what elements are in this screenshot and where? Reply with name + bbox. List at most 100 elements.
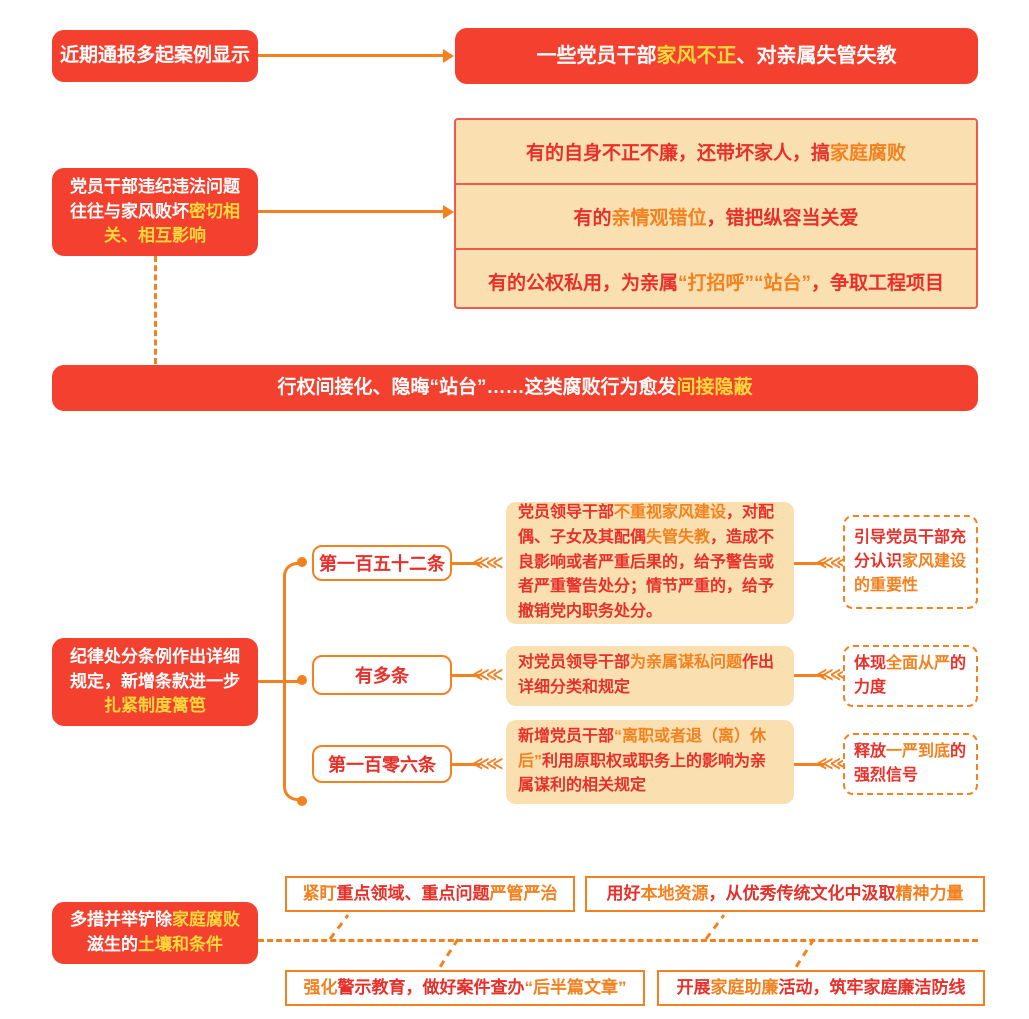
m0-p2: 重点领域、重点问题: [336, 883, 490, 903]
bottom-banner-card: 行权间接化、隐晦“站台”……这类腐败行为愈发间接隐蔽: [52, 365, 978, 411]
article-tag-1-text: 有多条: [355, 666, 409, 686]
detail2-p2: 利用原职权或职务上的影响为亲属谋利的相关规定: [518, 752, 767, 795]
outcome2-highlight: 一严到底: [886, 743, 951, 760]
manifestation-table: 有的自身不正不廉，还带坏家人，搞家庭腐败 有的亲情观错位，错把纵容当关爱 有的公…: [454, 118, 978, 309]
article-detail-1: 对党员领导干部为亲属谋私问题作出详细分类和规定: [506, 646, 794, 706]
measures-line2-white: 滋生的: [87, 935, 138, 954]
connector-detail0-outcome: [794, 562, 824, 565]
article-detail-0-text: 党员领导干部不重视家风建设，对配偶、子女及其配偶失管失教，造成不良影响或者严重后…: [518, 501, 782, 625]
m1-o2: 精神力量: [895, 883, 964, 903]
measures-spine: [258, 939, 978, 942]
table-row-text: 有的公权私用，为亲属“打招呼”“站台”，争取工程项目: [488, 268, 944, 295]
regulation-line2: 规定，新增条款进一步: [70, 671, 240, 691]
arrowhead-icon: [443, 49, 454, 63]
row1-p2: ，错把纵容当关爱: [706, 208, 859, 229]
bottom-banner-highlight: 间接隐蔽: [676, 377, 753, 399]
article-detail-1-text: 对党员领导干部为亲属谋私问题作出详细分类和规定: [518, 651, 782, 701]
m3-p1: 开展: [676, 977, 711, 997]
m1-p2: ，从优秀传统文化中汲取: [708, 883, 896, 903]
violation-cause-line3: 关、相互影响: [104, 226, 206, 246]
detail1-hl1: 为亲属谋私问题: [630, 654, 743, 672]
outcome1-p1: 体现: [854, 655, 887, 672]
chevron-left-icon: ≪≪: [816, 754, 848, 773]
m0-o2: 严管严治: [489, 883, 558, 903]
m3-p2: 活动，筑牢家庭廉洁防线: [778, 977, 966, 997]
chevron-left-icon: ≪≪: [472, 553, 504, 572]
chevron-left-icon: ≪≪: [472, 665, 504, 684]
bracket-dot-bottom: [297, 796, 307, 806]
chevron-left-icon: ≪≪: [472, 754, 504, 773]
table-row: 有的自身不正不廉，还带坏家人，搞家庭腐败: [456, 120, 976, 185]
outcome-box-2: 释放一严到底的强烈信号: [843, 733, 978, 795]
detail0-p3: ，造成不良影响或者严重后果的，给予警告或者严重警告处分；情节严重的，给予撤销党内…: [518, 528, 775, 621]
detail0-hl1: 不重视家风建设: [614, 504, 727, 522]
measures-risers: [328, 914, 816, 968]
connector-detail2-outcome: [794, 763, 824, 766]
bracket-shape: [283, 562, 303, 801]
top-banner-card: 一些党员干部家风不正、对亲属失管失教: [455, 28, 978, 84]
top-banner-text: 一些党员干部家风不正、对亲属失管失教: [537, 42, 897, 71]
measures-line1-white: 多措并举铲除: [70, 910, 172, 930]
article-tag-2: 第一百零六条: [312, 745, 452, 783]
m0-o1: 紧盯: [302, 883, 337, 903]
measures-card: 多措并举铲除家庭腐败 滋生的土壤和条件: [52, 902, 258, 964]
table-row: 有的公权私用，为亲属“打招呼”“站台”，争取工程项目: [456, 250, 976, 307]
violation-cause-line2-white: 往往与家风败坏: [70, 201, 189, 221]
article-detail-2-text: 新增党员干部“离职或者退（离）休后”利用原职权或职务上的影响为亲属谋利的相关规定: [518, 725, 782, 799]
measure-3-text: 开展家庭助廉活动，筑牢家庭廉洁防线: [677, 978, 966, 998]
bracket-dot-top: [297, 557, 307, 567]
outcome-box-1: 体现全面从严的力度: [843, 645, 978, 707]
top-banner-highlight: 家风不正: [656, 44, 737, 67]
m2-o1: 强化: [303, 977, 338, 997]
measures-line2: 滋生的土壤和条件: [87, 933, 223, 958]
article-tag-0: 第一百五十二条: [312, 545, 452, 581]
connector-cause-to-bottom-banner: [154, 256, 157, 364]
outcome2-p1: 释放: [854, 743, 887, 760]
row1-p1: 有的: [573, 208, 612, 229]
connector-source-to-banner: [258, 54, 446, 57]
regulation-line1: 纪律处分条例作出详细: [70, 647, 240, 667]
chevron-left-icon: ≪≪: [816, 665, 848, 684]
measure-box-0: 紧盯重点领域、重点问题严管严治: [285, 876, 575, 912]
m1-p1: 用好: [606, 883, 641, 903]
connector-tag1-detail: [452, 674, 480, 677]
chevron-left-icon: ≪≪: [816, 553, 848, 572]
outcome2-p2: 的强烈信号: [854, 743, 967, 784]
detail2-p1: 新增党员干部: [518, 727, 615, 745]
connector-cause-to-table: [258, 210, 446, 213]
top-banner-part1: 一些党员干部: [536, 44, 657, 67]
m1-o1: 本地资源: [640, 883, 709, 903]
detail0-hl2: 失管失教: [646, 528, 711, 546]
article-tag-2-text: 第一百零六条: [328, 755, 436, 775]
measures-line1: 多措并举铲除家庭腐败: [70, 908, 240, 933]
bracket-dot-mid: [297, 675, 307, 685]
violation-cause-line1: 党员干部违纪违法问题: [70, 177, 240, 197]
measure-2-text: 强化警示教育，做好案件查办“后半篇文章”: [304, 978, 627, 998]
top-banner-part2: 、对亲属失管失教: [736, 44, 897, 67]
connector-detail1-outcome: [794, 674, 824, 677]
bracket-stem: [258, 680, 300, 683]
measure-box-3: 开展家庭助廉活动，筑牢家庭廉洁防线: [657, 970, 985, 1006]
measure-box-2: 强化警示教育，做好案件查办“后半篇文章”: [285, 970, 645, 1006]
outcome-0-text: 引导党员干部充分认识家风建设的重要性: [854, 526, 967, 598]
outcome-1-text: 体现全面从严的力度: [854, 652, 967, 700]
outcome-2-text: 释放一严到底的强烈信号: [854, 740, 967, 788]
arrowhead-icon: [443, 205, 454, 219]
bottom-banner-part1: 行权间接化、隐晦“站台”……这类腐败行为愈发: [277, 377, 677, 399]
regulation-line3: 扎紧制度篱笆: [104, 696, 206, 716]
outcome0-highlight: 家风建设的重要性: [854, 553, 967, 594]
detail0-p2: ，对配偶、子女及其配偶: [518, 504, 775, 546]
detail0-p1: 党员领导干部: [518, 504, 615, 522]
violation-cause-line2: 往往与家风败坏密切相: [70, 200, 240, 225]
source-label-text: 近期通报多起案例显示: [59, 45, 250, 67]
measures-line2-yellow: 土壤和条件: [138, 935, 223, 954]
violation-cause-line2-yellow: 密切相: [189, 201, 240, 221]
regulation-card: 纪律处分条例作出详细 规定，新增条款进一步 扎紧制度篱笆: [52, 638, 258, 726]
measure-0-text: 紧盯重点领域、重点问题严管严治: [303, 884, 558, 904]
m2-o2: “后半篇文章”: [524, 977, 627, 997]
article-tag-1: 有多条: [312, 655, 452, 695]
measure-1-text: 用好本地资源，从优秀传统文化中汲取精神力量: [607, 884, 964, 904]
connector-tag0-detail: [452, 562, 480, 565]
table-row-text: 有的亲情观错位，错把纵容当关爱: [573, 203, 858, 230]
row2-p2: ，争取工程项目: [811, 273, 945, 294]
